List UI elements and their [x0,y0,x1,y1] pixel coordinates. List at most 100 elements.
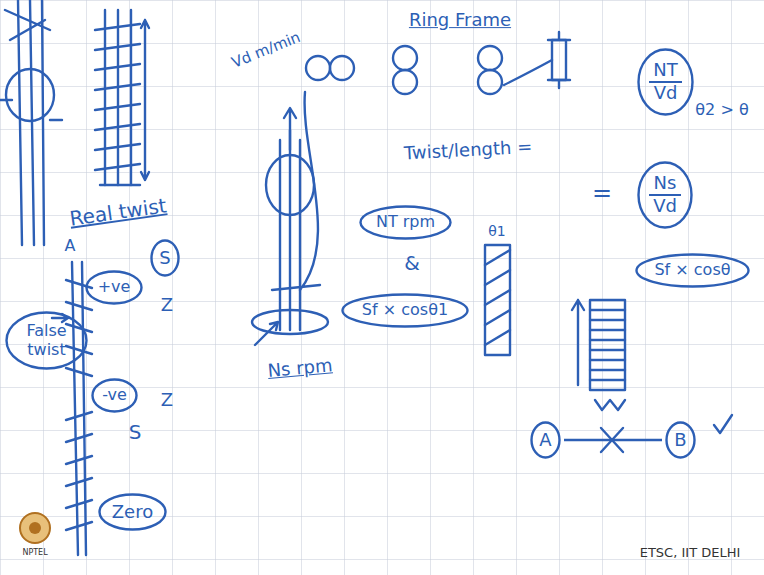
circled-note: Sf × cosθ [635,253,750,288]
handwritten-note: Z [161,390,173,410]
node-content: -ve [102,386,127,404]
handwritten-note: = [592,180,612,206]
circled-note: B [665,421,696,459]
circled-note: NT rpm [359,205,452,240]
note-text: Sf × cosθ [654,261,730,279]
drafting-rollers [306,32,570,94]
node-content: False twist [21,322,73,359]
handwritten-note: Real twist [68,194,168,229]
handwritten-note: NPTEL [22,549,47,558]
drafting-rollers [393,46,417,70]
yarn-strip-a [485,250,510,345]
yarn-strip-b [590,310,625,380]
cross-and-check [714,415,732,433]
real-twist-yarn-ticks [100,20,149,185]
circled-note: NsVd [637,161,693,229]
note-text: A [539,430,551,451]
note-text: S [159,248,170,269]
ring-frame-bobbin [272,92,320,290]
circle-stroke [667,423,695,458]
node-content: +ve [98,278,131,296]
handwritten-note: Ns rpm [267,355,333,380]
circled-note: Sf × cosθ1 [341,293,469,328]
drafting-rollers [330,56,354,80]
circled-note: NTVd [637,48,694,116]
circle-stroke [152,241,179,276]
circle-stroke [639,163,692,228]
circled-note: False twist [5,311,88,370]
yarn-strip-b [590,300,625,390]
ring-frame-bobbin [252,310,328,334]
connector-line [564,439,662,441]
drafting-rollers [504,60,552,85]
note-text: B [674,430,686,451]
circle-stroke [343,295,468,327]
handwritten-note: θ1 [488,224,505,239]
nptel-logo [20,513,50,543]
handwritten-note: S [129,421,142,443]
note-text: Ns [649,173,681,196]
circle-stroke [7,313,87,369]
drafting-rollers [478,46,502,70]
ring-frame-bobbin [280,130,300,330]
real-twist-yarn [18,0,44,245]
handwritten-note: & [404,252,420,274]
circle-stroke [361,207,451,239]
ring-frame-bobbin [252,92,328,345]
node-content: NT rpm [376,213,435,231]
yarn-strip-b [595,400,625,410]
node-content: A [539,430,551,451]
ring-frame-bobbin [255,322,278,345]
handwritten-note: Vd m/min [229,29,302,71]
note-text: -ve [102,386,127,404]
circle-stroke [532,423,560,458]
note-text: Sf × cosθ1 [362,301,448,319]
circle-stroke [87,272,142,304]
false-twist-yarn [66,412,92,530]
node-content: Sf × cosθ [654,261,730,279]
real-twist-yarn [0,10,62,120]
node-content: NTVd [649,60,681,103]
drafting-rollers [393,70,417,94]
note-text: Vd [649,196,681,217]
circled-note: S [150,239,180,277]
handwritten-note: A [65,237,76,255]
yarn-strip-a [485,245,510,355]
note-text: NT rpm [376,213,435,231]
circle-stroke [637,255,749,287]
false-twist-yarn [52,262,92,555]
node-content: B [674,430,686,451]
nptel-logo [29,522,41,534]
circled-note: -ve [91,378,138,413]
note-text: Zero [112,502,153,523]
note-text: NT [649,60,681,83]
circle-stroke [100,495,166,530]
yarn-strip-b [572,300,625,410]
ring-frame-bobbin [284,108,296,150]
real-twist-yarn-ticks [95,24,140,170]
real-twist-yarn-ticks [95,10,149,185]
drafting-rollers [548,32,570,88]
handwritten-note: Ring Frame [409,10,511,30]
nptel-logo [20,513,50,543]
circled-note: A [530,421,561,459]
circle-stroke [639,50,693,115]
node-content: NsVd [649,173,681,216]
drafting-rollers [552,40,566,80]
yarn-strip-b [572,300,584,385]
node-content: Zero [112,502,153,523]
circled-note: Zero [98,493,167,531]
node-content: S [159,248,170,269]
handwritten-note: θ2 > θ [695,101,748,119]
circle-stroke [93,380,137,412]
note-text: False twist [21,322,73,359]
note-text: +ve [98,278,131,296]
note-text: Vd [649,83,681,104]
drafting-rollers [306,56,330,80]
handwritten-note: ETSC, IIT DELHI [640,546,741,560]
ring-frame-bobbin [266,155,314,215]
drafting-rollers [478,70,502,94]
node-content: Sf × cosθ1 [362,301,448,319]
